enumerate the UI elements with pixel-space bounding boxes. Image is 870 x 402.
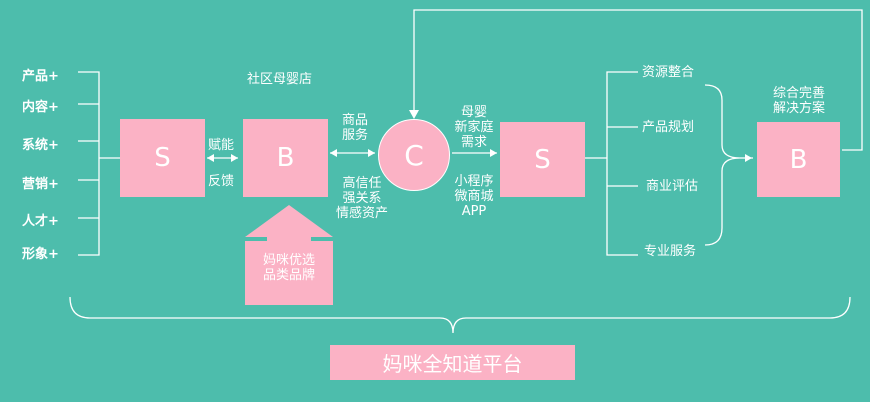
left-label-content: 内容+ xyxy=(22,100,59,115)
brand-up-arrow xyxy=(245,205,333,305)
node-b-left: B xyxy=(243,119,328,197)
label-trust: 高信任 强关系 情感资产 xyxy=(335,176,388,221)
brand-box-label: 妈咪优选 品类品牌 xyxy=(262,253,315,283)
label-empower: 赋能 xyxy=(208,138,235,153)
node-s-right: S xyxy=(500,122,585,197)
label-mom-baby: 母婴 新家庭 需求 xyxy=(454,105,494,150)
label-community-store: 社区母婴店 xyxy=(247,72,313,87)
label-channels: 小程序 微商城 APP xyxy=(454,174,494,219)
label-solution: 综合完善 解决方案 xyxy=(772,86,825,116)
right-label-planning: 产品规划 xyxy=(642,120,695,135)
left-label-image: 形象+ xyxy=(22,247,59,262)
right-label-evaluation: 商业评估 xyxy=(646,179,699,194)
platform-box: 妈咪全知道平台 xyxy=(330,345,575,380)
left-label-system: 系统+ xyxy=(22,138,59,153)
node-c: C xyxy=(378,119,450,191)
left-label-talent: 人才+ xyxy=(22,214,59,229)
left-label-product: 产品+ xyxy=(22,69,59,84)
label-goods-service: 商品 服务 xyxy=(341,113,368,143)
right-label-service: 专业服务 xyxy=(644,244,697,259)
label-feedback: 反馈 xyxy=(208,174,235,189)
node-b-right: B xyxy=(757,122,840,197)
left-label-marketing: 营销+ xyxy=(22,177,59,192)
right-label-resource: 资源整合 xyxy=(642,65,695,80)
node-s-left: S xyxy=(120,119,205,197)
